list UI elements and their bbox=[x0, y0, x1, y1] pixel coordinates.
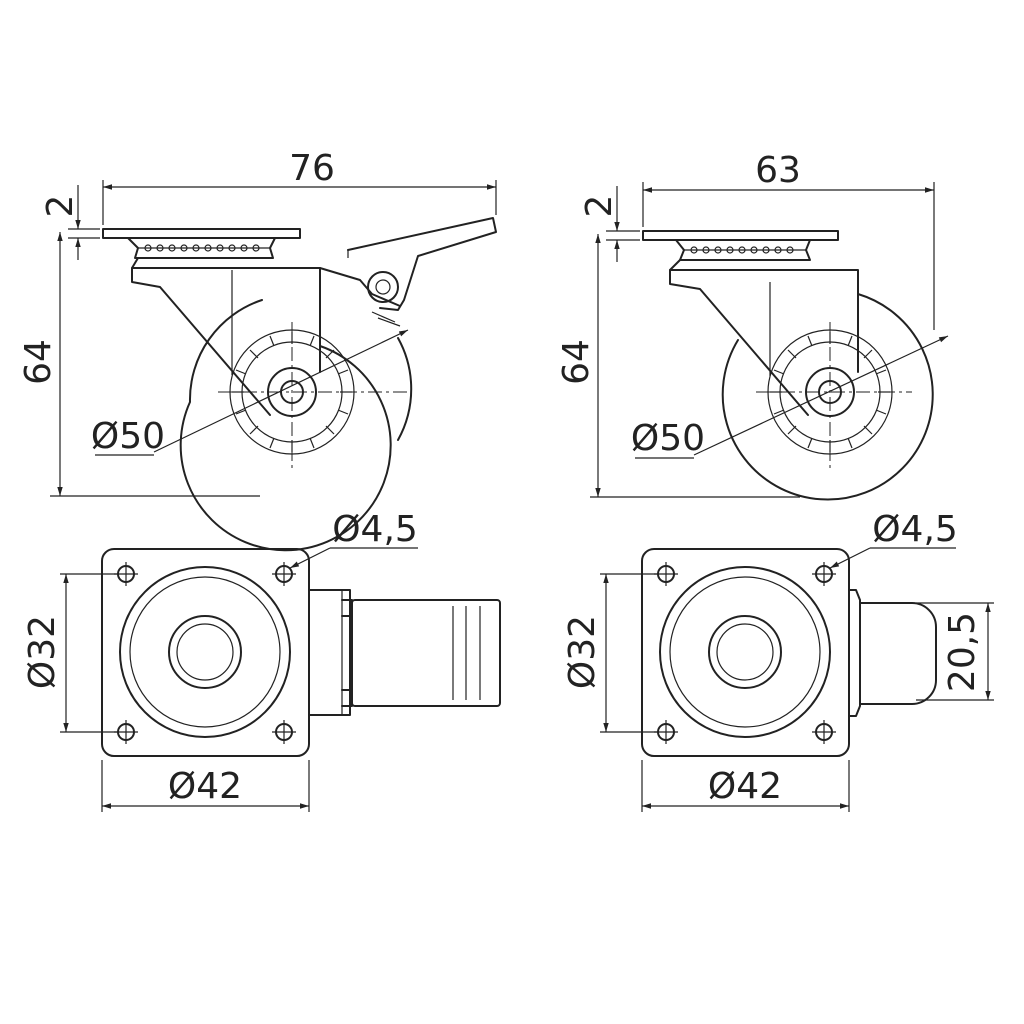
dim-width: 76 bbox=[289, 148, 335, 189]
dim-plate-height: Ø32 bbox=[562, 615, 603, 689]
top-view-braked: Ø4,5 Ø32 Ø42 bbox=[22, 509, 501, 812]
mounting-holes bbox=[114, 562, 296, 744]
bearing-balls bbox=[144, 244, 260, 252]
mounting-plate-top bbox=[101, 548, 310, 757]
mounting-plate-top bbox=[641, 548, 850, 757]
brake-pedal bbox=[347, 217, 497, 311]
front-view-braked: 76 2 64 Ø50 bbox=[18, 148, 497, 552]
wheel-outline bbox=[179, 299, 392, 552]
dim-plate-thickness: 2 bbox=[579, 195, 620, 218]
mounting-holes bbox=[654, 562, 836, 744]
dim-plate-width: Ø42 bbox=[708, 766, 782, 807]
dim-height: 64 bbox=[18, 339, 59, 385]
mounting-plate bbox=[642, 230, 839, 241]
dim-height: 64 bbox=[556, 339, 597, 385]
dim-hole-diameter: Ø4,5 bbox=[332, 509, 418, 550]
dim-wheel-diameter: Ø50 bbox=[631, 418, 705, 459]
top-view-plain: Ø4,5 Ø32 Ø42 20,5 bbox=[562, 509, 994, 812]
dim-fork-width: 20,5 bbox=[942, 612, 983, 692]
dim-plate-thickness: 2 bbox=[40, 195, 81, 218]
mounting-plate bbox=[102, 228, 301, 239]
dim-width: 63 bbox=[755, 150, 801, 191]
dim-plate-height: Ø32 bbox=[22, 615, 63, 689]
dim-hole-diameter: Ø4,5 bbox=[872, 509, 958, 550]
fork-left bbox=[131, 257, 271, 416]
dim-wheel-diameter: Ø50 bbox=[91, 416, 165, 457]
brake-pedal-top bbox=[351, 599, 501, 707]
wheel-outline bbox=[721, 293, 934, 501]
dim-plate-width: Ø42 bbox=[168, 766, 242, 807]
fork-right bbox=[669, 269, 859, 373]
fork-left bbox=[669, 259, 809, 416]
front-view-plain: 63 2 64 Ø50 bbox=[556, 150, 949, 501]
fork-top bbox=[859, 602, 937, 705]
brake-pivot bbox=[367, 271, 399, 303]
bearing-balls bbox=[690, 246, 794, 254]
